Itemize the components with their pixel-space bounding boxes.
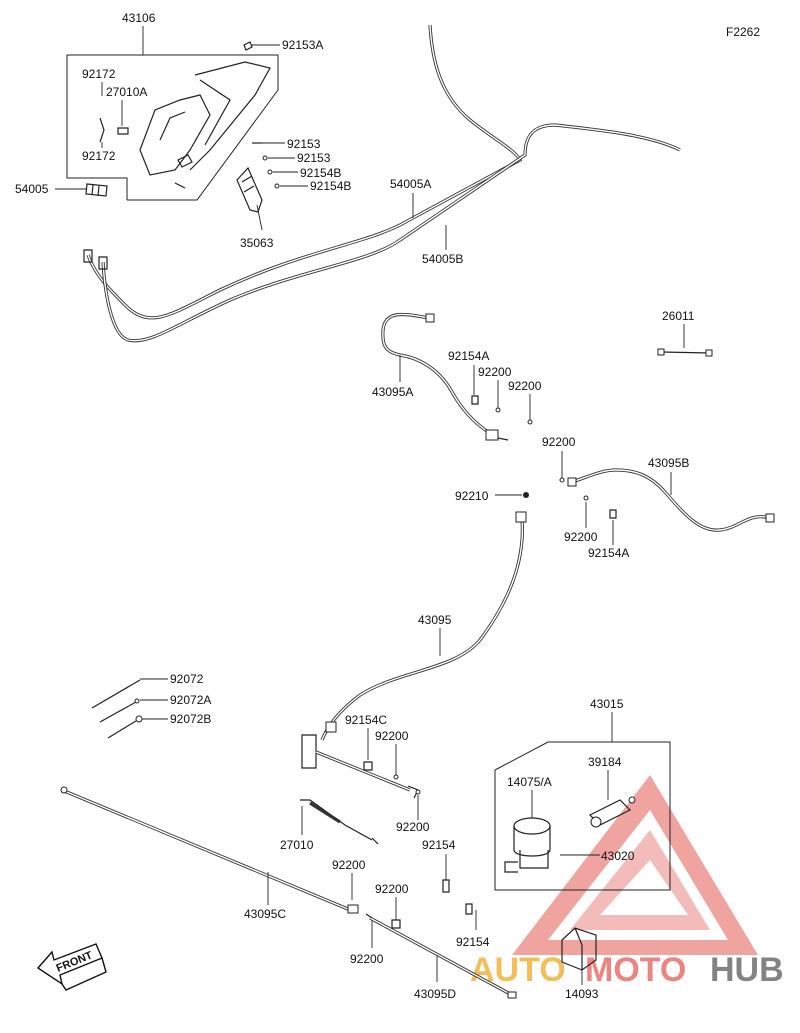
part-label-54005A: 54005A — [390, 177, 431, 191]
part-label-92172-bottom: 92172 — [82, 149, 116, 163]
cover-14093 — [561, 927, 597, 971]
hose-43095 — [320, 511, 527, 741]
part-label-27010: 27010 — [280, 838, 314, 852]
part-label-92210: 92210 — [455, 489, 489, 503]
part-label-92153-a: 92153 — [287, 137, 321, 151]
part-label-92200-1: 92200 — [478, 365, 512, 379]
part-label-92154B-a: 92154B — [300, 166, 341, 180]
watermark-moto: MOTO — [585, 951, 686, 989]
part-label-43095: 43095 — [418, 613, 452, 627]
brake-hose-54005B — [101, 123, 681, 343]
part-label-92072A: 92072A — [170, 693, 211, 707]
watermark-auto: AUTO — [470, 951, 566, 989]
part-label-92200-8: 92200 — [375, 882, 409, 896]
master-cylinder-group-box — [494, 741, 671, 891]
part-label-92200-6: 92200 — [396, 820, 430, 834]
switch-27010 — [300, 799, 379, 845]
part-label-39184: 39184 — [588, 755, 622, 769]
part-label-92154-a: 92154 — [422, 838, 456, 852]
part-label-43095B: 43095B — [648, 456, 689, 470]
brake-pipe-bracket — [301, 734, 419, 799]
part-label-54005: 54005 — [15, 182, 49, 196]
part-label-92200-3: 92200 — [542, 435, 576, 449]
master-cylinder — [504, 796, 636, 873]
part-label-14075A: 14075/A — [507, 775, 552, 789]
part-label-92154A-top: 92154A — [448, 349, 489, 363]
part-label-92072B: 92072B — [170, 712, 211, 726]
part-label-92200-5: 92200 — [375, 729, 409, 743]
part-label-92200-2: 92200 — [508, 379, 542, 393]
pipe-43095D — [365, 913, 517, 999]
figure-code: F2262 — [726, 25, 760, 39]
brake-hose-54005A — [86, 24, 523, 320]
part-label-54005B: 54005B — [422, 252, 463, 266]
part-label-92153-b: 92153 — [297, 151, 331, 165]
part-label-92153A: 92153A — [282, 38, 323, 52]
watermark-logo: AUTO MOTO HUB — [470, 775, 784, 989]
hose-43095B — [567, 468, 775, 532]
reservoir-tank — [139, 61, 271, 189]
part-label-43106: 43106 — [122, 11, 156, 25]
reservoir-group-box — [66, 54, 279, 201]
part-label-43095D: 43095D — [414, 987, 456, 1001]
bracket-35063 — [236, 166, 263, 213]
part-label-92154C: 92154C — [345, 713, 387, 727]
part-label-92154B-b: 92154B — [310, 179, 351, 193]
cable-43095C — [60, 786, 359, 914]
part-label-35063: 35063 — [240, 236, 274, 250]
part-label-14093: 14093 — [565, 987, 599, 1001]
part-label-43095A: 43095A — [372, 385, 413, 399]
part-label-26011: 26011 — [662, 309, 695, 323]
part-label-92200-9: 92200 — [350, 952, 384, 966]
part-label-92200-4: 92200 — [564, 530, 598, 544]
watermark-hub: HUB — [710, 951, 784, 989]
part-label-27010A: 27010A — [106, 85, 147, 99]
part-label-92172-top: 92172 — [82, 67, 116, 81]
part-label-92154A-bottom: 92154A — [588, 546, 629, 560]
part-label-92200-7: 92200 — [332, 858, 366, 872]
wire-26011 — [657, 348, 713, 357]
part-label-43020: 43020 — [601, 849, 635, 863]
part-label-43015: 43015 — [590, 697, 624, 711]
part-label-92072: 92072 — [170, 672, 204, 686]
part-label-92154-b: 92154 — [456, 935, 490, 949]
part-label-43095C: 43095C — [244, 907, 286, 921]
front-direction-arrow: FRONT — [36, 943, 107, 991]
